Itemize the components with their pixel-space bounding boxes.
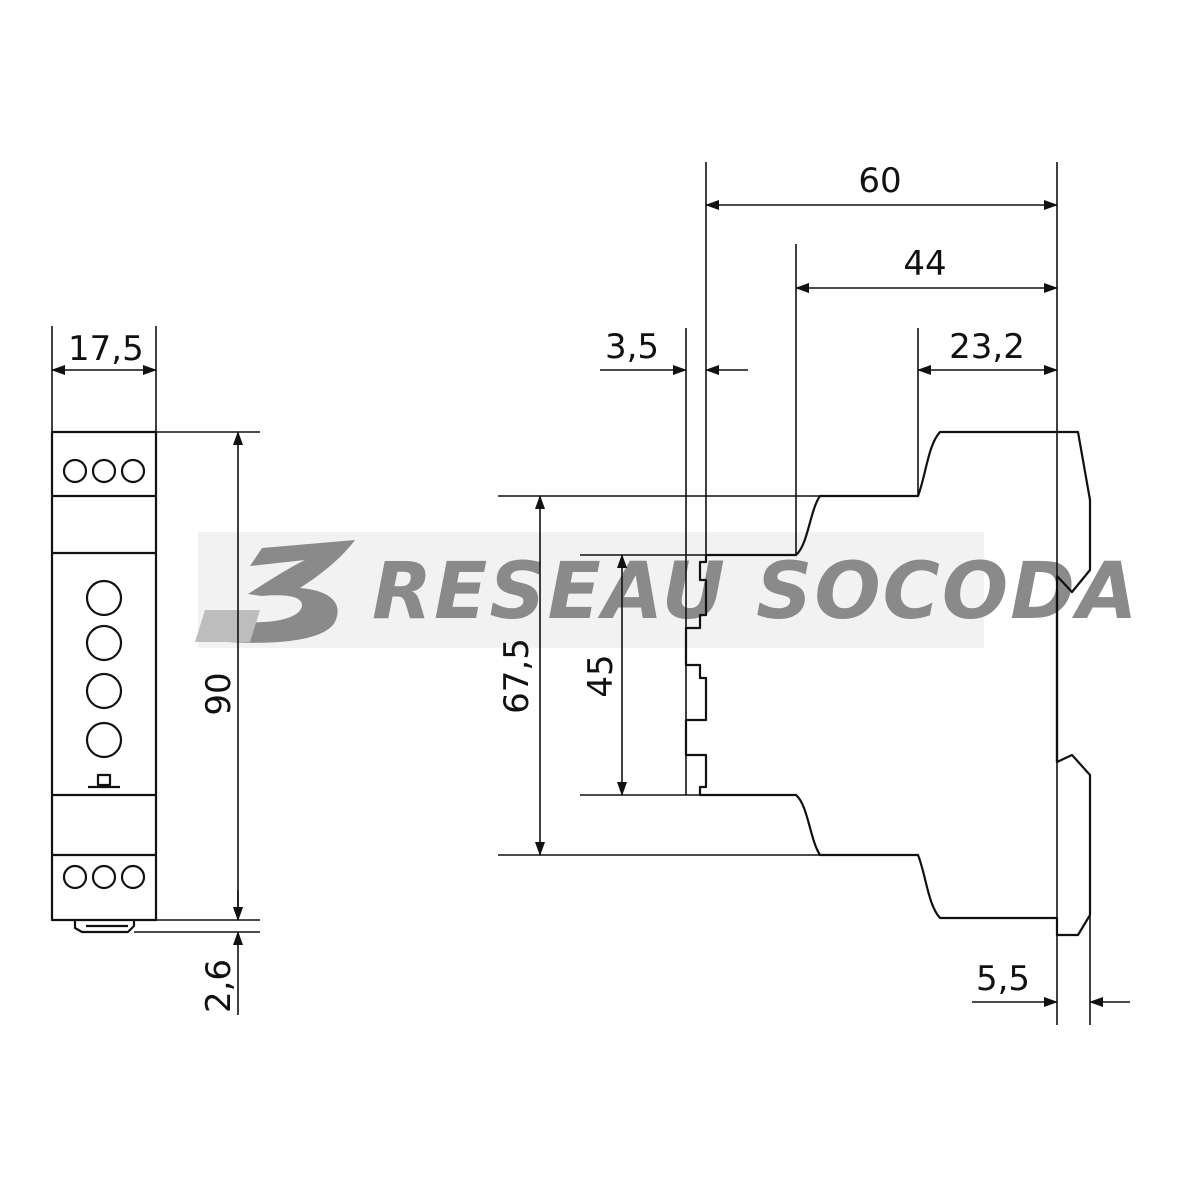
label-front-clip: 2,6 bbox=[199, 959, 239, 1013]
dim-front-width: 17,5 bbox=[51, 326, 157, 432]
watermark-text: RESEAU SOCODA bbox=[372, 547, 1139, 637]
front-view: 17,5 90 2,6 bbox=[50, 326, 260, 1015]
label-side-height-rail: 45 bbox=[581, 654, 621, 697]
front-body-outline bbox=[50, 430, 158, 922]
led-indicators bbox=[85, 579, 123, 759]
dim-side-depth-total: 60 bbox=[705, 161, 1058, 1025]
label-side-offset: 3,5 bbox=[605, 327, 659, 367]
side-view: 60 44 23,2 3,5 67,5 bbox=[497, 161, 1130, 1025]
label-side-depth-front: 23,2 bbox=[949, 327, 1025, 367]
dim-side-depth-front: 23,2 bbox=[917, 327, 1058, 496]
label-side-height-mid: 67,5 bbox=[497, 638, 537, 714]
dim-side-offset: 3,5 bbox=[600, 327, 748, 795]
dim-side-height-rail: 45 bbox=[580, 554, 706, 796]
label-side-depth-total: 60 bbox=[858, 161, 901, 201]
side-body-outline bbox=[684, 430, 1092, 937]
label-side-depth-mid: 44 bbox=[903, 244, 946, 284]
adjust-knob bbox=[88, 773, 120, 789]
bottom-terminal-screws bbox=[62, 864, 146, 890]
label-front-width: 17,5 bbox=[68, 329, 144, 369]
dim-front-clip: 2,6 bbox=[134, 890, 260, 1015]
dim-front-height: 90 bbox=[156, 431, 260, 921]
dim-side-height-mid: 67,5 bbox=[497, 495, 820, 856]
din-clip bbox=[73, 920, 136, 934]
dim-side-depth-mid: 44 bbox=[795, 244, 1058, 555]
watermark-logo bbox=[195, 540, 355, 643]
label-front-height: 90 bbox=[199, 672, 239, 715]
watermark: RESEAU SOCODA bbox=[195, 532, 1139, 648]
top-terminal-screws bbox=[62, 458, 146, 484]
label-side-rail-depth: 5,5 bbox=[976, 959, 1030, 999]
dim-side-rail-depth: 5,5 bbox=[972, 915, 1130, 1025]
